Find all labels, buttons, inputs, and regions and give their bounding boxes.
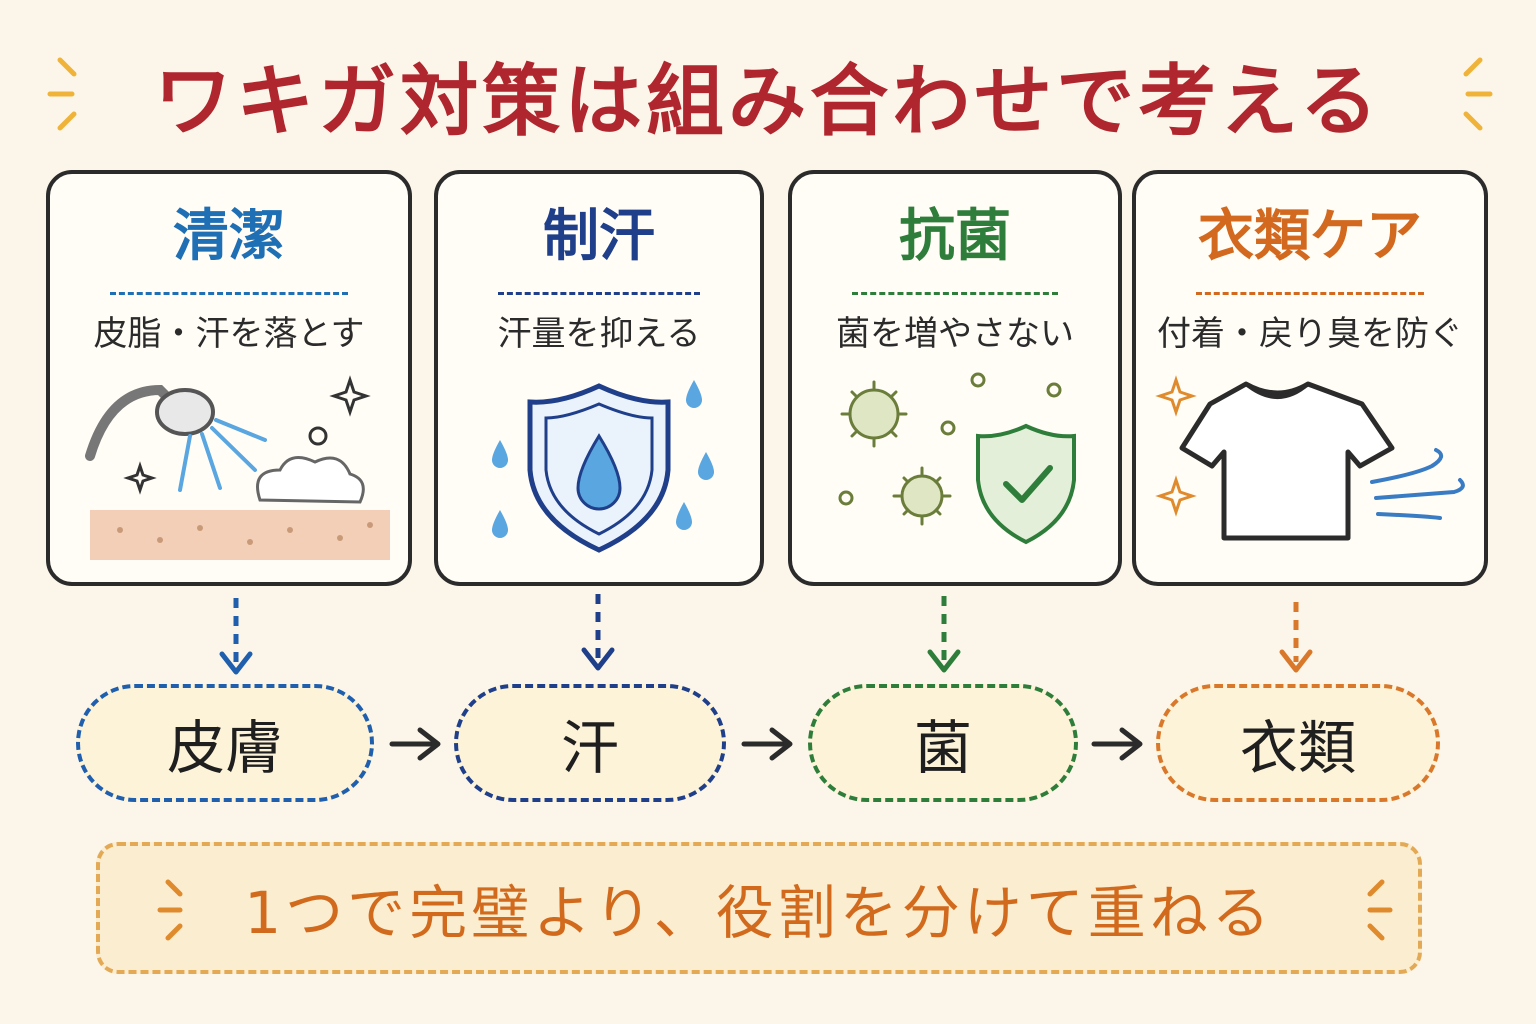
divider	[498, 292, 700, 295]
right-arrow-icon	[389, 727, 441, 761]
divider	[1196, 292, 1424, 295]
card-description: 付着・戻り臭を防ぐ	[1157, 314, 1463, 354]
summary-banner: 1つで完璧より、役割を分けて重ねる	[96, 842, 1422, 974]
card-description: 汗量を抑える	[497, 314, 701, 354]
card-clothing-care: 衣類ケア 付着・戻り臭を防ぐ	[1132, 170, 1488, 586]
card-antibacterial: 抗菌 菌を増やさない	[788, 170, 1122, 586]
card-cleanliness: 清潔 皮脂・汗を落とす	[46, 170, 412, 586]
card-heading: 制汗	[543, 204, 655, 269]
card-description: 皮脂・汗を落とす	[93, 314, 365, 354]
right-arrow-icon	[741, 727, 793, 761]
card-description: 菌を増やさない	[836, 314, 1074, 354]
germ-shield-icon	[838, 372, 1076, 545]
card-heading: 抗菌	[899, 204, 1011, 269]
divider	[110, 292, 348, 295]
card-antiperspirant: 制汗 汗量を抑える	[434, 170, 764, 586]
flow-step-sweat: 汗	[454, 684, 726, 802]
right-arrow-icon	[1091, 727, 1143, 761]
page-title: ワキガ対策は組み合わせで考える	[154, 57, 1382, 147]
shower-icon	[85, 375, 390, 560]
down-arrow-icon	[927, 596, 961, 673]
down-arrow-icon	[219, 598, 253, 675]
down-arrow-icon	[1279, 602, 1313, 673]
sparkle-lines-left-icon	[47, 57, 77, 131]
sparkle-lines-left-icon	[157, 879, 183, 941]
flow-step-clothing: 衣類	[1156, 684, 1440, 802]
flow-step-bacteria: 菌	[808, 684, 1078, 802]
shield-drop-icon	[492, 380, 714, 553]
sparkle-lines-right-icon	[1463, 57, 1493, 131]
card-heading: 清潔	[173, 204, 285, 269]
flow-step-skin: 皮膚	[76, 684, 374, 802]
card-heading: 衣類ケア	[1198, 204, 1422, 269]
sparkle-lines-right-icon	[1367, 879, 1393, 941]
tshirt-wind-icon	[1155, 375, 1465, 541]
down-arrow-icon	[581, 594, 615, 671]
divider	[852, 292, 1058, 295]
